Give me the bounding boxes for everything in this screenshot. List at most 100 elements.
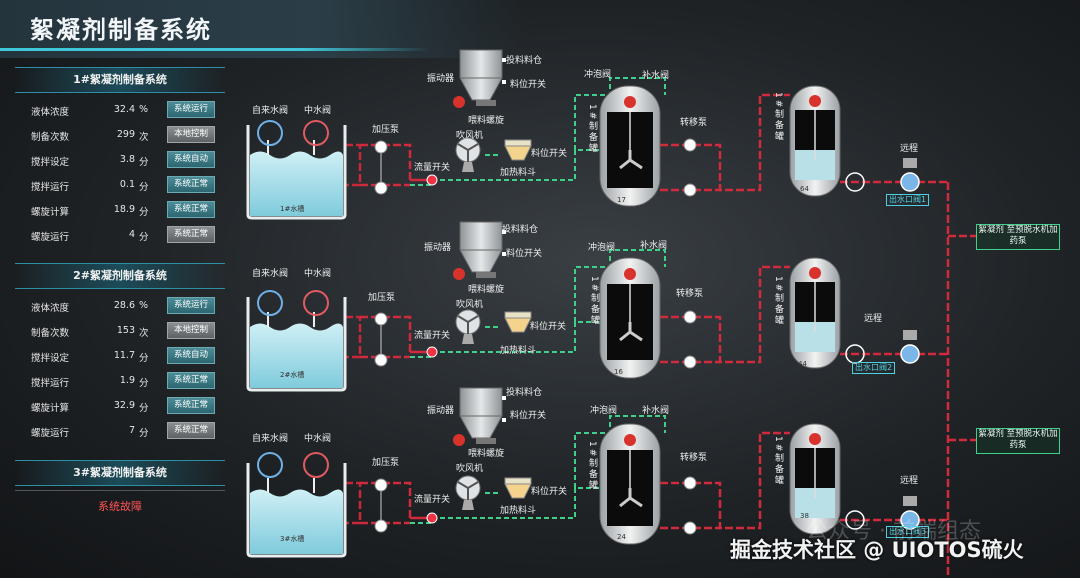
tank-level: 17 — [617, 196, 626, 204]
tap-valve-label: 自来水阀 — [252, 106, 289, 116]
param-label: 搅拌运行 — [31, 378, 70, 389]
pressure-pump-label: 加压泵 — [368, 293, 396, 303]
exit-valve-label[interactable]: 出水口阀1 — [886, 194, 930, 206]
status-button[interactable]: 系统自动 — [167, 151, 215, 168]
tap-valve-3[interactable] — [257, 452, 283, 478]
status-button[interactable]: 系统正常 — [167, 176, 215, 193]
fault-status[interactable]: 系统故障 — [98, 500, 142, 513]
reclaim-valve-label: 中水阀 — [304, 434, 332, 444]
makeup-valve-label: 补水阀 — [642, 71, 670, 81]
flow-switch-label: 流量开关 — [414, 163, 451, 173]
status-button[interactable]: 系统正常 — [167, 397, 215, 414]
outlet-box-1[interactable]: 絮凝剂 至预脱水机加药泵 — [976, 224, 1060, 250]
blower-label: 吹风机 — [456, 464, 484, 474]
prep-tank-label: 1#制备罐 — [587, 104, 597, 155]
level-switch-2-label: 料位开关 — [530, 322, 567, 332]
exit-valve-label[interactable]: 出水口阀3 — [886, 526, 930, 538]
status-button[interactable]: 系统正常 — [167, 422, 215, 439]
status-button[interactable]: 本地控制 — [167, 126, 215, 143]
title-underline — [0, 48, 430, 51]
param-unit: % — [139, 300, 149, 311]
status-button[interactable]: 本地控制 — [167, 322, 215, 339]
level-switch-2-label: 料位开关 — [531, 487, 568, 497]
flush-valve-label: 冲泡阀 — [584, 70, 612, 80]
remote-label: 远程 — [900, 144, 919, 154]
flush-valve-label: 冲泡阀 — [588, 243, 616, 253]
reclaim-valve-1[interactable] — [303, 120, 329, 146]
param-unit: 分 — [139, 182, 149, 193]
mix-level: 64 — [800, 185, 809, 193]
mix-level: 44 — [798, 360, 807, 368]
param-row: 液体浓度 28.6% 系统运行 — [15, 293, 225, 318]
tank-level: 24 — [617, 533, 626, 541]
tap-valve-2[interactable] — [257, 290, 283, 316]
vibrator-label: 振动器 — [427, 74, 455, 84]
tank-name: 1#水槽 — [280, 205, 305, 213]
watermark-faint: 公众号 · 前端组态 — [806, 519, 981, 544]
param-value: 153 — [116, 325, 135, 336]
level-switch-label: 料位开关 — [510, 411, 547, 421]
heat-hopper-label: 加热料斗 — [500, 168, 537, 178]
makeup-valve-label: 补水阀 — [640, 241, 668, 251]
heat-hopper-label: 加热料斗 — [500, 346, 537, 356]
exit-valve-label[interactable]: 出水口阀2 — [852, 362, 896, 374]
tank-name: 3#水槽 — [280, 535, 305, 543]
pressure-pump-label: 加压泵 — [372, 458, 400, 468]
tap-valve-label: 自来水阀 — [252, 434, 289, 444]
remote-label: 远程 — [900, 476, 919, 486]
param-label: 液体浓度 — [31, 303, 70, 314]
param-value: 0.1 — [119, 179, 135, 190]
status-button[interactable]: 系统运行 — [167, 101, 215, 118]
status-button[interactable]: 系统正常 — [167, 226, 215, 243]
mix-level: 38 — [800, 512, 809, 520]
reclaim-valve-3[interactable] — [303, 452, 329, 478]
param-row: 搅拌运行 0.1 分 系统正常 — [15, 172, 225, 197]
status-button[interactable]: 系统正常 — [167, 372, 215, 389]
status-button[interactable]: 系统自动 — [167, 347, 215, 364]
panel-heading: 3#絮凝剂制备系统 — [15, 460, 225, 486]
outlet-box-2[interactable]: 絮凝剂 至预脱水机加药泵 — [976, 428, 1060, 454]
panel-heading: 2#絮凝剂制备系统 — [15, 263, 225, 289]
param-label: 搅拌运行 — [31, 182, 70, 193]
param-value: 32.4 — [113, 104, 135, 115]
param-unit: 分 — [139, 353, 149, 364]
param-value: 7 — [128, 425, 135, 436]
blower-label: 吹风机 — [456, 131, 484, 141]
tap-valve-1[interactable] — [257, 120, 283, 146]
pressure-pump-label: 加压泵 — [372, 125, 400, 135]
param-label: 螺旋计算 — [31, 403, 70, 414]
level-switch-label: 料位开关 — [506, 249, 543, 259]
status-button[interactable]: 系统正常 — [167, 201, 215, 218]
param-unit: 分 — [139, 157, 149, 168]
tank-level: 16 — [614, 368, 623, 376]
param-value: 299 — [116, 129, 135, 140]
flow-switch-label: 流量开关 — [414, 331, 451, 341]
makeup-valve-label: 补水阀 — [642, 406, 670, 416]
vibrator-label: 振动器 — [427, 406, 455, 416]
param-unit: 分 — [139, 428, 149, 439]
param-unit: 分 — [139, 378, 149, 389]
param-value: 28.6 — [113, 300, 135, 311]
param-label: 搅拌设定 — [31, 157, 70, 168]
level-switch-2-label: 料位开关 — [531, 149, 568, 159]
status-button[interactable]: 系统运行 — [167, 297, 215, 314]
mix-tank-label: 1#制备罐 — [773, 276, 783, 327]
transfer-pump-label: 转移泵 — [680, 118, 708, 128]
reclaim-valve-2[interactable] — [303, 290, 329, 316]
feed-screw-label: 喂料螺旋 — [468, 449, 505, 459]
param-unit: 次 — [139, 132, 149, 143]
blower-label: 吹风机 — [456, 300, 484, 310]
reclaim-valve-label: 中水阀 — [304, 269, 332, 279]
prep-tank-label: 1#制备罐 — [589, 276, 599, 327]
feed-screw-label: 喂料螺旋 — [468, 285, 505, 295]
vibrator-label: 振动器 — [424, 243, 452, 253]
flow-switch-label: 流量开关 — [414, 495, 451, 505]
tank-name: 2#水槽 — [280, 371, 305, 379]
